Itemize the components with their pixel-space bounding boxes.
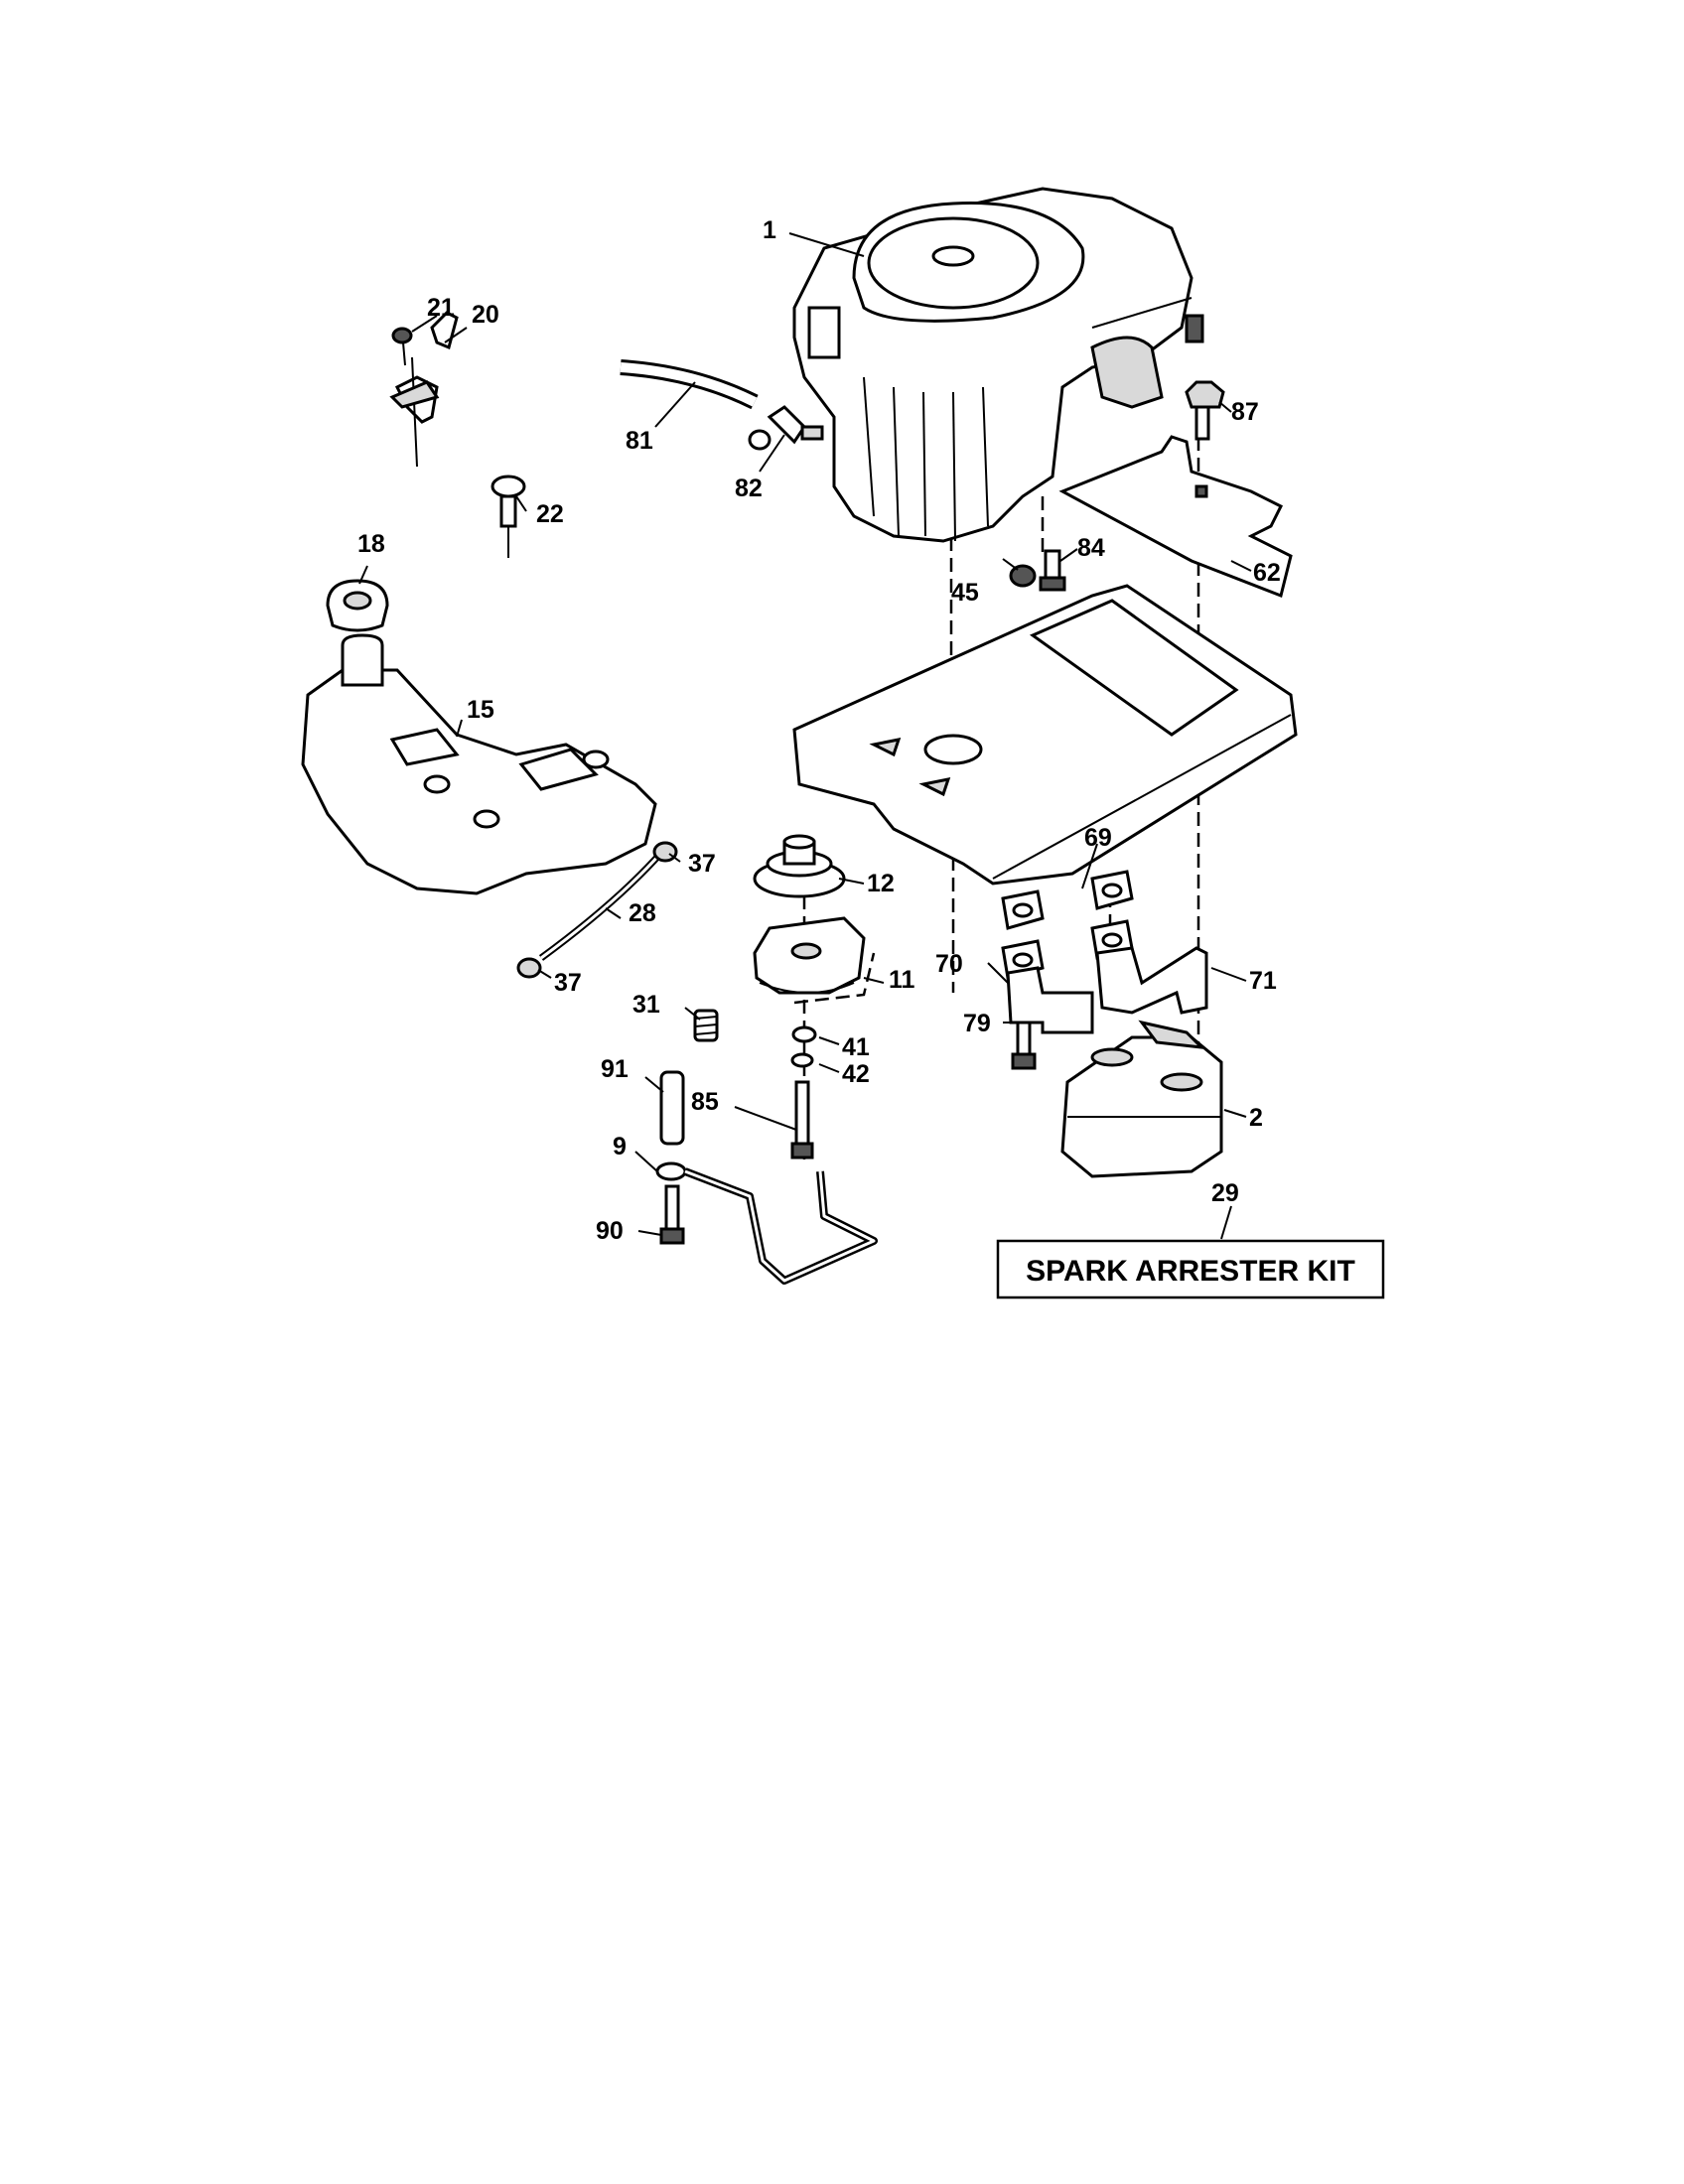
label-41: 41 <box>842 1033 870 1061</box>
label-11: 11 <box>889 966 915 994</box>
label-2: 2 <box>1249 1104 1263 1132</box>
washer-42[interactable] <box>790 1052 814 1068</box>
label-21: 21 <box>427 294 455 322</box>
label-81: 81 <box>626 427 653 455</box>
pto-clutch[interactable] <box>753 916 866 995</box>
washer-41[interactable] <box>791 1025 817 1043</box>
label-28: 28 <box>629 899 656 927</box>
label-79: 79 <box>963 1010 991 1037</box>
label-87: 87 <box>1231 398 1259 426</box>
label-91: 91 <box>601 1055 629 1083</box>
nut-45[interactable] <box>1009 564 1037 588</box>
fuel-filter[interactable] <box>748 405 824 451</box>
label-22: 22 <box>536 500 564 528</box>
label-37-bottom: 37 <box>554 969 582 997</box>
clamp-37-bottom[interactable] <box>516 957 542 979</box>
label-37-top: 37 <box>688 850 716 878</box>
label-85: 85 <box>691 1088 719 1116</box>
label-18: 18 <box>357 530 385 558</box>
heat-shield[interactable] <box>1058 435 1293 599</box>
bolt-85[interactable] <box>790 1080 814 1160</box>
label-84: 84 <box>1077 534 1105 562</box>
bolt-87[interactable] <box>1185 380 1225 441</box>
knob-22[interactable] <box>491 475 526 558</box>
label-9: 9 <box>613 1133 627 1160</box>
label-29: 29 <box>1211 1179 1239 1207</box>
bolt-84[interactable] <box>1039 549 1066 592</box>
muffler[interactable] <box>1060 1020 1223 1178</box>
spring[interactable] <box>693 1009 719 1042</box>
spacer-91[interactable] <box>659 1070 685 1146</box>
fuel-hose[interactable] <box>620 359 759 410</box>
label-1: 1 <box>763 216 776 244</box>
clutch-rod[interactable] <box>683 1167 878 1285</box>
leader-lines <box>358 232 1252 1240</box>
spark-arrester-kit-box: SPARK ARRESTER KIT <box>996 1239 1385 1299</box>
washer-9[interactable] <box>655 1161 687 1181</box>
bolt-79[interactable] <box>1011 1021 1037 1070</box>
label-69: 69 <box>1084 824 1112 852</box>
label-70: 70 <box>935 950 963 978</box>
frame[interactable] <box>792 584 1298 886</box>
part-labels: 1 21 20 81 82 87 22 84 45 62 18 15 69 37… <box>357 216 1281 1245</box>
engine[interactable] <box>792 187 1204 543</box>
label-82: 82 <box>735 475 763 502</box>
label-12: 12 <box>867 870 895 897</box>
label-15: 15 <box>467 696 494 724</box>
label-45: 45 <box>951 579 979 607</box>
bolt-90[interactable] <box>659 1184 685 1245</box>
dipstick-screw-21[interactable] <box>391 327 413 366</box>
label-90: 90 <box>596 1217 624 1245</box>
label-31: 31 <box>632 991 660 1019</box>
label-20: 20 <box>472 301 499 329</box>
label-71: 71 <box>1249 967 1277 995</box>
exhaust-pipe-71[interactable] <box>1095 946 1208 1015</box>
spark-arrester-kit-label: SPARK ARRESTER KIT <box>1026 1255 1355 1288</box>
engine-pulley[interactable] <box>753 834 846 898</box>
dipstick-assembly[interactable] <box>389 311 459 468</box>
fuel-line[interactable] <box>538 851 663 961</box>
fuel-cap[interactable] <box>326 579 389 632</box>
clamp-37-top[interactable] <box>652 841 678 863</box>
fuel-tank[interactable] <box>301 633 657 895</box>
label-62: 62 <box>1253 559 1281 587</box>
label-42: 42 <box>842 1060 870 1088</box>
